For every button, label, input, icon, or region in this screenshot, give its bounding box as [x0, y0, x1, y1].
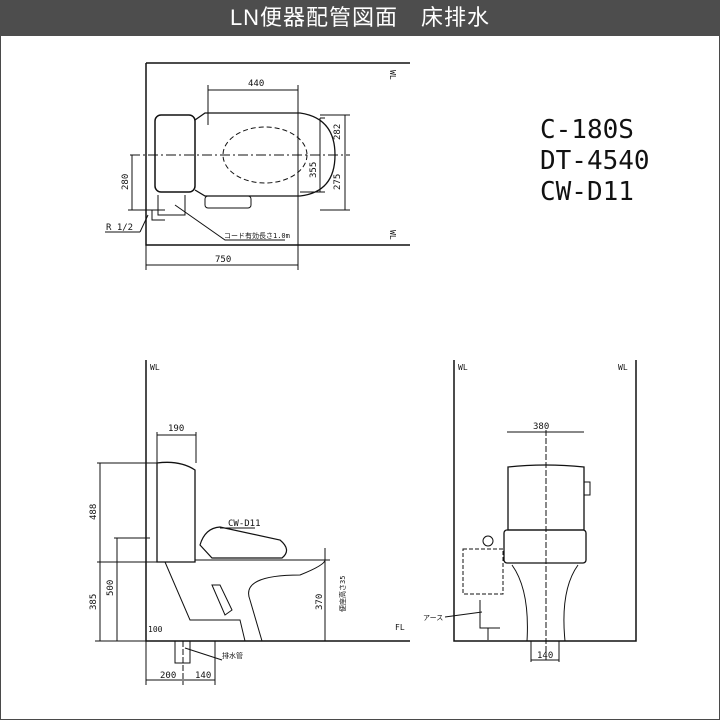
model-seat: CW-D11: [540, 177, 634, 207]
side-wl-label: WL: [150, 363, 160, 372]
front-wl-right-label: WL: [618, 363, 628, 372]
dim-385: 385: [89, 594, 99, 610]
dim-280: 280: [121, 174, 131, 190]
side-view: 190 488 500 385 370 便座高さ35 CW-D11 100 20…: [89, 360, 410, 685]
dim-355: 355: [309, 162, 319, 178]
wl-top-label: WL: [388, 70, 397, 80]
wl-bottom-label: WL: [388, 230, 397, 240]
model-list: C-180S DT-4540 CW-D11: [540, 115, 650, 208]
pipe-size-label: R 1/2: [106, 223, 133, 233]
dim-140-side: 140: [195, 671, 211, 681]
dim-370: 370: [315, 594, 325, 610]
dim-440: 440: [248, 79, 264, 89]
seat-thickness-label: 便座高さ35: [338, 576, 347, 612]
dim-750: 750: [215, 255, 231, 265]
drain-pipe-label: 排水管: [222, 651, 243, 660]
dim-380: 380: [533, 422, 549, 432]
dim-100: 100: [148, 625, 163, 634]
page-title: LN便器配管図面 床排水: [0, 0, 720, 36]
dim-500: 500: [106, 580, 116, 596]
model-tank: DT-4540: [540, 146, 650, 176]
dim-140-front: 140: [537, 651, 553, 661]
dim-275: 275: [333, 174, 343, 190]
model-toilet: C-180S: [540, 115, 634, 145]
dim-190: 190: [168, 424, 184, 434]
front-wl-left-label: WL: [458, 363, 468, 372]
plan-view: 440 282 355 275 280 750 R 1/2 コード有効長さ1.0…: [105, 62, 410, 270]
dim-488: 488: [89, 504, 99, 520]
dim-200: 200: [160, 671, 176, 681]
dim-282: 282: [333, 124, 343, 140]
cord-length-label: コード有効長さ1.0m: [224, 231, 290, 240]
seat-model-label: CW-D11: [228, 519, 261, 529]
earth-label: アース: [423, 614, 443, 622]
fl-label: FL: [395, 623, 405, 632]
front-view: 380 140 アース WL WL: [423, 360, 637, 662]
